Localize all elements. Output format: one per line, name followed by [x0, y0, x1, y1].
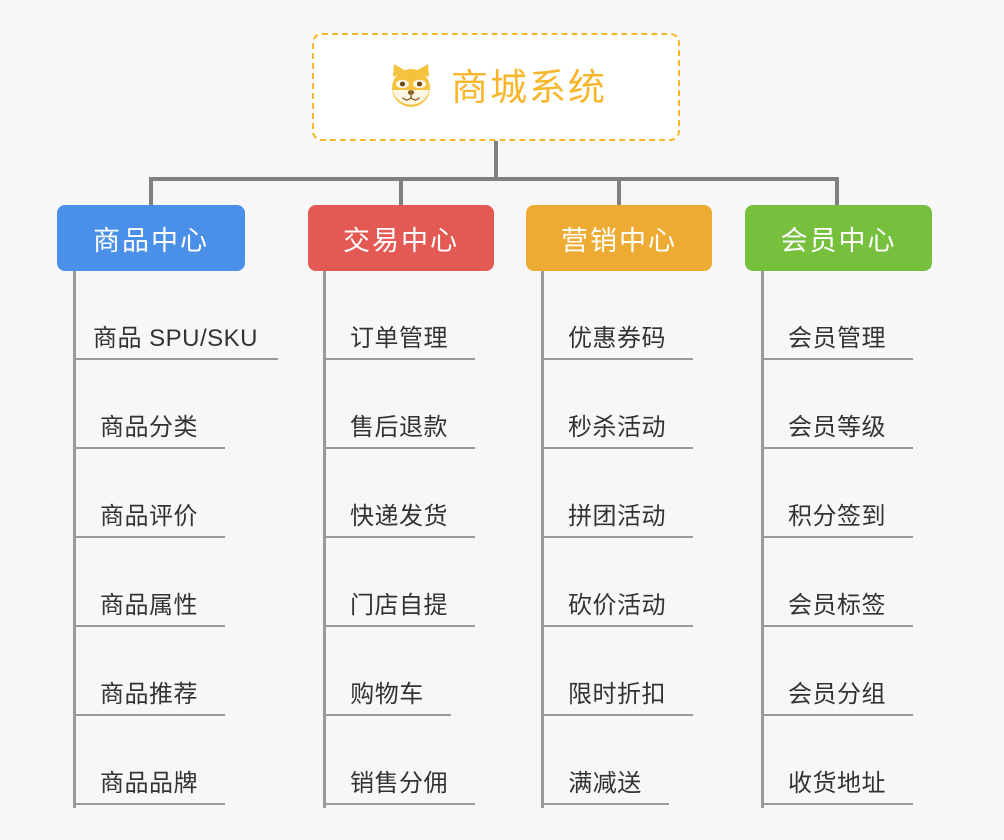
connector-drop-1: [149, 177, 153, 207]
leaf-label: 优惠券码: [568, 324, 666, 352]
leaf-item[interactable]: 限时折扣: [541, 627, 693, 716]
leaf-item[interactable]: 门店自提: [323, 538, 475, 627]
leaf-label: 订单管理: [350, 324, 448, 352]
leaf-label: 商品分类: [100, 413, 198, 441]
leaf-label: 售后退款: [350, 413, 448, 441]
leaf-label: 商品 SPU/SKU: [92, 324, 259, 352]
shiba-dog-face-icon: [385, 61, 437, 113]
leaf-item[interactable]: 会员标签: [761, 538, 913, 627]
connector-root-stem: [494, 141, 498, 179]
leaf-item[interactable]: 砍价活动: [541, 538, 693, 627]
leaf-item[interactable]: 积分签到: [761, 449, 913, 538]
leaf-item[interactable]: 会员分组: [761, 627, 913, 716]
leaf-item[interactable]: 会员等级: [761, 360, 913, 449]
leaf-label: 秒杀活动: [568, 413, 666, 441]
leaf-label: 拼团活动: [568, 502, 666, 530]
leaf-label: 积分签到: [788, 502, 886, 530]
leaf-item[interactable]: 购物车: [323, 627, 451, 716]
leaf-item[interactable]: 售后退款: [323, 360, 475, 449]
leaf-item[interactable]: 商品属性: [73, 538, 225, 627]
leaf-label: 门店自提: [350, 591, 448, 619]
leaf-spine-2: [323, 271, 326, 808]
leaf-label: 会员等级: [788, 413, 886, 441]
root-title: 商城系统: [451, 66, 607, 108]
leaf-item[interactable]: 商品评价: [73, 449, 225, 538]
connector-drop-4: [835, 177, 839, 207]
leaf-label: 商品评价: [100, 502, 198, 530]
connector-drop-2: [399, 177, 403, 207]
leaf-label: 快递发货: [350, 502, 448, 530]
category-label-4: 会员中心: [780, 225, 897, 256]
category-header-1[interactable]: 商品中心: [57, 205, 245, 271]
leaf-label: 砍价活动: [568, 591, 666, 619]
leaf-item[interactable]: 拼团活动: [541, 449, 693, 538]
leaf-item[interactable]: 秒杀活动: [541, 360, 693, 449]
leaf-item[interactable]: 商品推荐: [73, 627, 225, 716]
leaf-label: 会员分组: [788, 680, 886, 708]
category-label-2: 交易中心: [343, 225, 459, 256]
category-header-3[interactable]: 营销中心: [526, 205, 712, 271]
leaf-item[interactable]: 优惠券码: [541, 271, 693, 360]
leaf-label: 销售分佣: [350, 769, 448, 797]
leaf-item[interactable]: 商品品牌: [73, 716, 225, 805]
leaf-item[interactable]: 销售分佣: [323, 716, 475, 805]
leaf-label: 满减送: [568, 769, 642, 797]
category-label-3: 营销中心: [561, 225, 677, 256]
leaf-label: 限时折扣: [568, 680, 666, 708]
root-node[interactable]: 商城系统: [312, 33, 680, 141]
connector-horizontal-bus: [149, 177, 839, 181]
leaf-item[interactable]: 快递发货: [323, 449, 475, 538]
leaf-item[interactable]: 订单管理: [323, 271, 475, 360]
category-header-4[interactable]: 会员中心: [745, 205, 932, 271]
leaf-item[interactable]: 商品分类: [73, 360, 225, 449]
leaf-spine-4: [761, 271, 764, 808]
leaf-item[interactable]: 会员管理: [761, 271, 913, 360]
leaf-spine-3: [541, 271, 544, 808]
leaf-item[interactable]: 收货地址: [761, 716, 913, 805]
leaf-item[interactable]: 商品 SPU/SKU: [73, 271, 278, 360]
leaf-label: 商品推荐: [100, 680, 198, 708]
leaf-label: 会员标签: [788, 591, 886, 619]
leaf-label: 会员管理: [788, 324, 886, 352]
connector-drop-3: [617, 177, 621, 207]
leaf-label: 商品属性: [100, 591, 198, 619]
leaf-spine-1: [73, 271, 76, 808]
category-label-1: 商品中心: [93, 225, 209, 256]
category-header-2[interactable]: 交易中心: [308, 205, 494, 271]
leaf-label: 收货地址: [788, 769, 886, 797]
leaf-item[interactable]: 满减送: [541, 716, 669, 805]
leaf-label: 商品品牌: [100, 769, 198, 797]
leaf-label: 购物车: [350, 680, 424, 708]
